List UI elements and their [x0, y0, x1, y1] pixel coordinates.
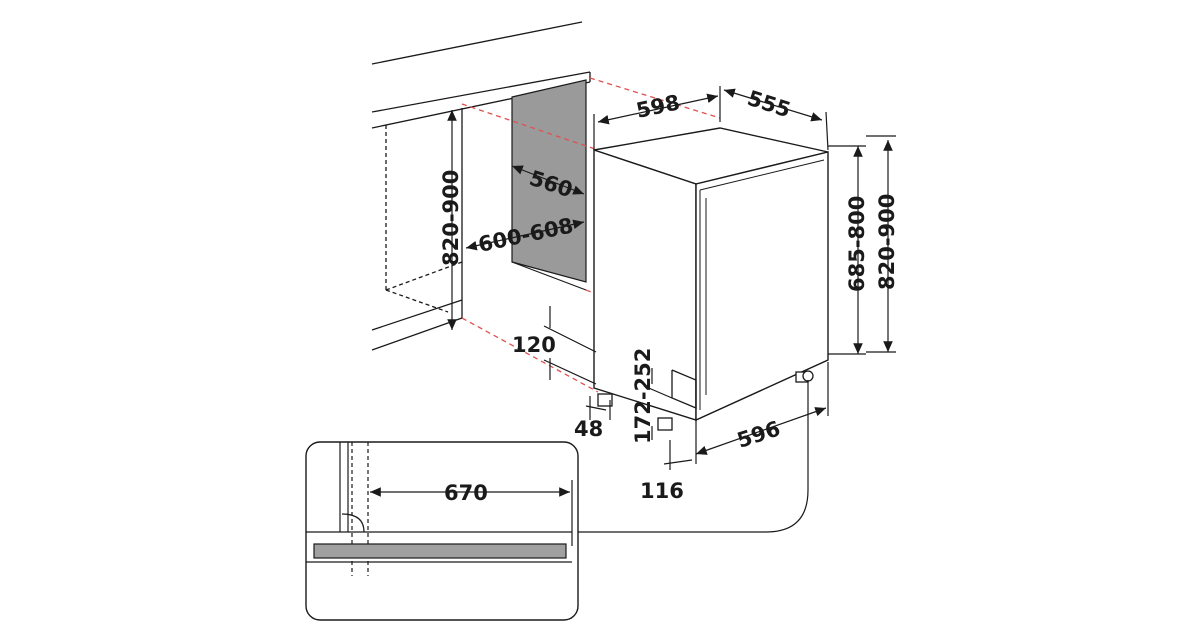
- dimension-lines: [447, 86, 896, 533]
- left-cabinet: [371, 108, 463, 351]
- plinth-bar: [313, 543, 567, 559]
- label-foot-offset-116: 116: [640, 479, 684, 503]
- label-detail-width: 670: [444, 481, 488, 505]
- label-niche-height-left: 820-900: [439, 170, 463, 266]
- label-depth-top: 555: [744, 86, 793, 122]
- label-plinth-height: 120: [512, 333, 556, 357]
- plinth-and-feet: [597, 369, 814, 431]
- label-door-width: 596: [734, 416, 783, 452]
- label-total-height-right: 820-900: [875, 194, 899, 290]
- label-foot-offset-48: 48: [574, 417, 603, 441]
- dishwasher-body: [593, 127, 829, 422]
- label-width-front: 598: [634, 90, 682, 123]
- detail-inset: [305, 441, 579, 621]
- label-body-height: 685-800: [845, 196, 869, 292]
- label-plinth-setback: 172-252: [631, 348, 655, 444]
